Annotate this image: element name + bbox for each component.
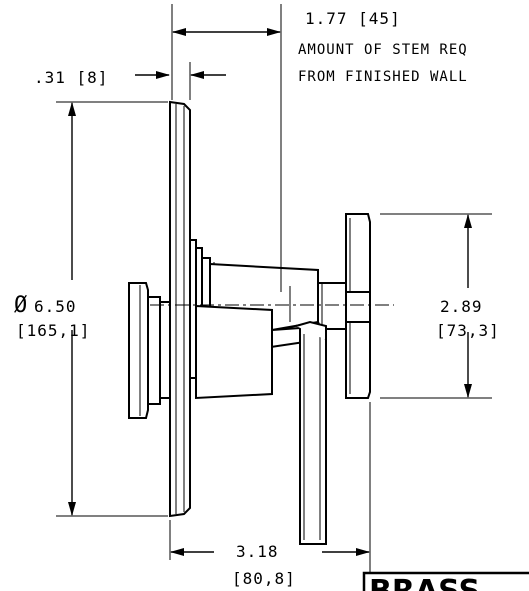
stem-note-line2: FROM FINISHED WALL [298,69,468,85]
plate-diameter-metric-label: [165,1] [16,321,90,340]
dim-plate-thickness [135,62,226,100]
dim-handle-height [380,213,492,399]
brand-label: BRASS [369,574,480,591]
rear-valve-body [128,282,171,419]
dim-plate-diameter [56,101,168,517]
diameter-symbol: Ø [14,293,28,318]
projection-label: 3.18 [236,542,279,561]
stem-length-label: 1.77 [45] [305,9,401,28]
stem-note-line1: AMOUNT OF STEM REQ [298,42,468,58]
wall-plate [169,100,191,518]
projection-metric-label: [80,8] [232,569,296,588]
dim-stem-length [171,4,282,292]
handle-height-metric-label: [73,3] [436,321,500,340]
handle-height-label: 2.89 [440,297,483,316]
dim-projection [169,402,371,591]
handle-knob [345,213,371,399]
lever-handle [271,320,327,545]
stem-sleeve [195,262,319,400]
plate-diameter-label: 6.50 [34,297,77,316]
brand-box: BRASS [362,571,529,591]
plate-thickness-label: .31 [8] [34,68,108,87]
stem-collar [317,282,347,330]
